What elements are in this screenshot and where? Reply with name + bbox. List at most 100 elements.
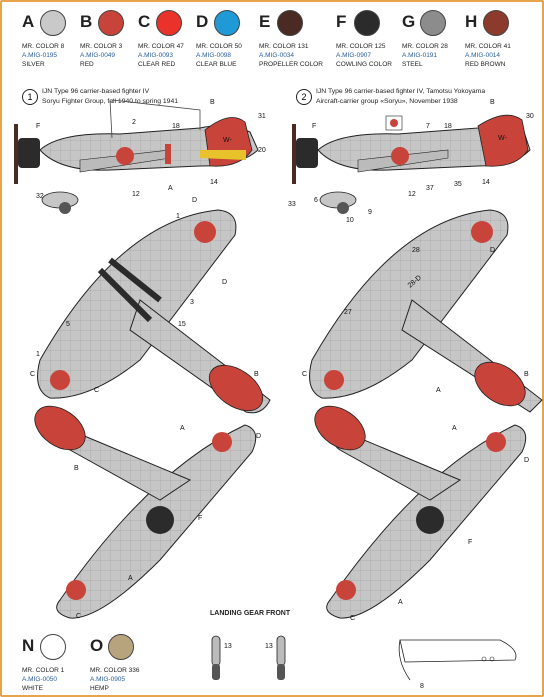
top-view-2: 28-D 28 D 27 C A B xyxy=(302,209,543,413)
landing-gear-detail: 13 13 xyxy=(211,635,286,680)
swatch-code: A.MIG-0098 xyxy=(196,52,232,59)
swatch-code: A.MIG-0905 xyxy=(90,676,126,683)
callout-d: D xyxy=(192,197,197,204)
callout-32: 32 xyxy=(36,193,44,200)
bottom-view-1: A D B F A C xyxy=(34,405,261,620)
engine-cowling xyxy=(296,138,318,168)
lower-hinomaru xyxy=(212,432,232,452)
callout-14: 14 xyxy=(210,179,218,186)
swatch-desc: HEMP xyxy=(90,685,109,692)
swatch-letter: B xyxy=(80,12,93,31)
swatch-desc: WHITE xyxy=(22,685,43,692)
landing-gear-title: LANDING GEAR FRONT xyxy=(210,610,291,617)
swatch-desc: COWLING COLOR xyxy=(336,61,392,68)
swatch-letter: O xyxy=(90,636,104,655)
callout-1: 1 xyxy=(36,351,40,358)
swatch-name: MR. COLOR 131 xyxy=(259,43,309,50)
callout-12: 12 xyxy=(132,191,140,198)
callout-f: F xyxy=(36,123,40,130)
red-color-circle xyxy=(98,10,124,36)
side-profile-1: W- F 2 18 B 31 20 14 A 12 32 xyxy=(14,99,266,214)
callout-14: 14 xyxy=(482,179,490,186)
callout-33: 33 xyxy=(288,201,296,208)
tail-code: W- xyxy=(223,137,232,144)
engine-cowling xyxy=(18,138,40,168)
steel-color-circle xyxy=(420,10,446,36)
callout-13: 13 xyxy=(265,643,273,650)
callout-5: 5 xyxy=(66,321,70,328)
wheel xyxy=(337,202,349,214)
swatch-name: MR. COLOR 125 xyxy=(336,43,386,50)
upper-hinomaru xyxy=(50,370,70,390)
callout-7: 7 xyxy=(426,123,430,130)
swatch-desc: CLEAR BLUE xyxy=(196,61,237,68)
lower-hinomaru xyxy=(486,432,506,452)
scheme-caption-2: IJN Type 96 carrier-based fighter IV, Ta… xyxy=(316,87,485,107)
swatch-name: MR. COLOR 47 xyxy=(138,43,184,50)
scheme-number-1: 1 xyxy=(22,89,38,105)
flag-disc xyxy=(390,119,398,127)
callout-37: 37 xyxy=(426,185,434,192)
swatch-name: MR. COLOR 8 xyxy=(22,43,65,50)
cowling-top xyxy=(97,257,162,323)
callout-28: 28 xyxy=(412,247,420,254)
callout-d: D xyxy=(524,457,529,464)
swatch-name: MR. COLOR 41 xyxy=(465,43,511,50)
propeller xyxy=(14,124,18,184)
callout-a: A xyxy=(168,185,173,192)
antenna-wire xyxy=(109,99,201,139)
clear-blue-color-circle xyxy=(214,10,240,36)
callout-f: F xyxy=(312,123,316,130)
top-view-1: D 1 D 3 15 5 1 C C B xyxy=(30,197,271,414)
callout-30: 30 xyxy=(526,113,534,120)
red-brown-color-circle xyxy=(483,10,509,36)
swatch-code: A.MIG-0195 xyxy=(22,52,58,59)
swatch-desc: RED BROWN xyxy=(465,61,506,68)
swatch-desc: PROPELLER COLOR xyxy=(259,61,323,68)
callout-b: B xyxy=(524,371,529,378)
swatch-name: MR. COLOR 336 xyxy=(90,667,140,674)
cowling-bottom xyxy=(146,506,174,534)
callout-10: 10 xyxy=(346,217,354,224)
callout-18: 18 xyxy=(444,123,452,130)
swatch-letter: F xyxy=(336,12,347,31)
swatch-desc: STEEL xyxy=(402,61,423,68)
swatch-letter: N xyxy=(22,636,35,655)
swatch-code: A.MIG-0049 xyxy=(80,52,116,59)
swatch-desc: SILVER xyxy=(22,61,45,68)
fuselage-band xyxy=(165,144,171,164)
swatch-name: MR. COLOR 3 xyxy=(80,43,123,50)
swatch-code: A.MIG-0093 xyxy=(138,52,174,59)
upper-hinomaru xyxy=(194,221,216,243)
callout-b: B xyxy=(74,465,79,472)
cockpit-detail: 8 xyxy=(398,639,517,690)
lower-hinomaru xyxy=(66,580,86,600)
tail-plane-red xyxy=(314,405,366,451)
callout-c: C xyxy=(76,613,81,620)
callout-d: D xyxy=(256,433,261,440)
callout-c: C xyxy=(350,615,355,622)
callout-15: 15 xyxy=(178,321,186,328)
callout-2: 2 xyxy=(132,119,136,126)
callout-9: 9 xyxy=(368,209,372,216)
callout-35: 35 xyxy=(454,181,462,188)
swatch-desc: RED xyxy=(80,61,94,68)
callout-b: B xyxy=(490,99,495,106)
callout-13: 13 xyxy=(224,643,232,650)
white-color-circle xyxy=(40,634,66,660)
hinomaru-marking xyxy=(116,147,134,165)
swatch-letter: D xyxy=(196,12,209,31)
scheme-number-2: 2 xyxy=(296,89,312,105)
callout-12: 12 xyxy=(408,191,416,198)
callout-31: 31 xyxy=(258,113,266,120)
tail-plane-red xyxy=(208,364,264,412)
tail-plane-red xyxy=(34,405,86,451)
propeller-color-circle xyxy=(277,10,303,36)
swatch-letter: C xyxy=(138,12,151,31)
scheme-title: IJN Type 96 carrier-based fighter IV, Ta… xyxy=(316,88,486,95)
swatch-code: A.MIG-0907 xyxy=(336,52,372,59)
callout-18: 18 xyxy=(172,123,180,130)
callout-6: 6 xyxy=(314,197,318,204)
